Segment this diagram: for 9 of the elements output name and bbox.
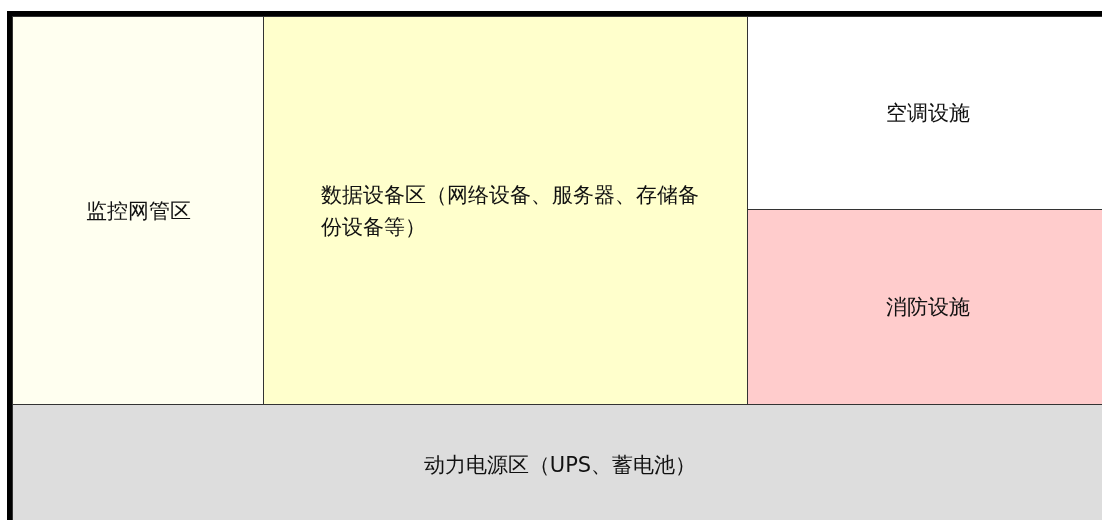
zone-label: 消防设施 [885, 294, 970, 321]
zone-label: 数据设备区（网络设备、服务器、存储备份设备等） [319, 181, 700, 241]
zone-label: 动力电源区（UPS、蓄电池） [423, 451, 697, 479]
zone-box [263, 16, 748, 405]
zone-label: 监控网管区 [85, 197, 191, 225]
zone-band [12, 404, 1102, 520]
zone-box [747, 209, 1102, 405]
zone-box [12, 16, 264, 405]
zone-label: 空调设施 [885, 100, 970, 127]
